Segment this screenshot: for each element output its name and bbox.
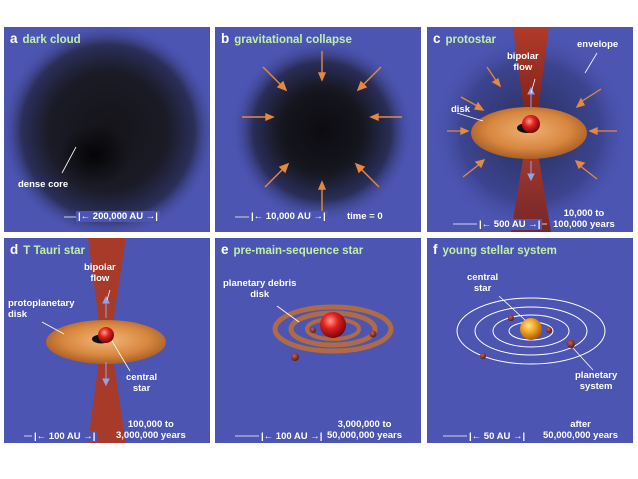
- t-tauri-illustration: [24, 238, 166, 443]
- scale-label-c: |← 500 AU →|: [477, 219, 543, 230]
- t-tauri-star: [98, 327, 114, 343]
- time-label: time = 0: [347, 211, 383, 222]
- envelope-label: envelope: [577, 39, 619, 50]
- bipolar-jet-top: [513, 27, 549, 119]
- bipolar-jet-top: [88, 238, 126, 330]
- bipolar-jet-bottom: [511, 147, 551, 232]
- collapse-illustration: [230, 39, 414, 223]
- protostar-illustration: [431, 27, 631, 232]
- planet: [546, 327, 552, 333]
- infall-arrows: [447, 66, 617, 180]
- scale-label-d: |← 100 AU →|: [32, 431, 98, 442]
- planet: [480, 353, 486, 359]
- planet: [369, 330, 377, 338]
- planet: [508, 315, 514, 321]
- disk-label: disk: [451, 104, 471, 115]
- central-star: [520, 318, 542, 340]
- protostar: [522, 115, 540, 133]
- bipolar-jet-bottom: [88, 352, 126, 443]
- dark-cloud-illustration: [4, 27, 210, 232]
- planet: [291, 353, 299, 361]
- dense-core-pointer: [61, 146, 77, 174]
- dense-core-label: dense core: [18, 179, 69, 190]
- planet: [567, 340, 575, 348]
- planet: [310, 327, 316, 333]
- pre-main-sequence-illustration: [235, 304, 394, 437]
- scale-label-b: |← 10,000 AU →|: [249, 211, 328, 222]
- young-stellar-system-illustration: [443, 295, 606, 437]
- scale-label-e: |← 100 AU →|: [259, 431, 325, 442]
- disk: [471, 107, 587, 159]
- scale-label-a: |← 200,000 AU →|: [76, 211, 160, 222]
- scale-label-f: |← 50 AU →|: [467, 431, 528, 442]
- pre-main-sequence-star: [320, 312, 346, 338]
- infall-arrows: [242, 51, 402, 211]
- dense-core-blob: [58, 125, 130, 185]
